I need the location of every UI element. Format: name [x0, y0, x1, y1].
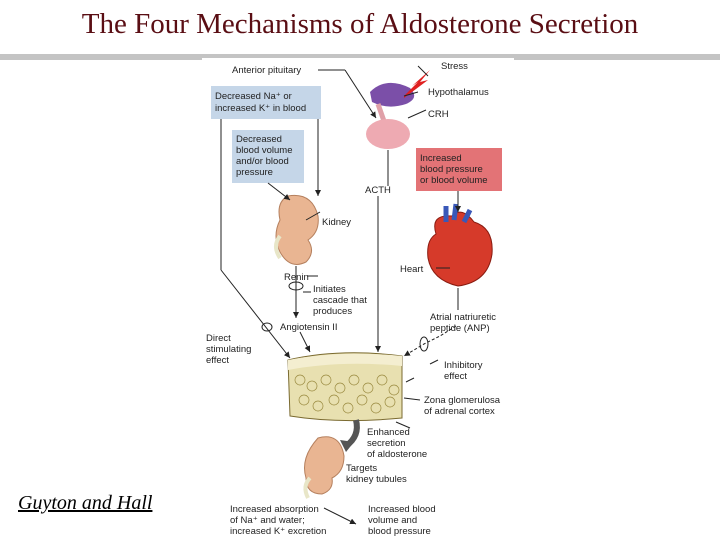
- kidney-top-shape: [275, 194, 319, 265]
- cascade-line-1: Initiates: [313, 284, 346, 295]
- anp-line-1: Atrial natriuretic: [430, 312, 496, 323]
- anp-loop: [419, 336, 429, 352]
- angiotensin-label: Angiotensin II: [280, 322, 338, 333]
- heart-label: Heart: [400, 264, 424, 275]
- volume-box-line-3: and/or blood: [236, 156, 289, 167]
- enhanced-line-3: of aldosterone: [367, 449, 427, 460]
- crh-label: CRH: [428, 109, 449, 120]
- ion-box-line-1: Decreased Na⁺ or: [215, 91, 292, 102]
- result-line-2: volume and: [368, 515, 417, 526]
- inhibitory-line-2: effect: [444, 371, 467, 382]
- page-title: The Four Mechanisms of Aldosterone Secre…: [81, 8, 639, 40]
- absorption-line-2: of Na⁺ and water;: [230, 515, 305, 526]
- hypothalamus-shape: [370, 82, 415, 107]
- pressure-box: [416, 148, 502, 191]
- anterior-pituitary-label: Anterior pituitary: [232, 65, 301, 76]
- pressure-box-line-2: blood pressure: [420, 164, 483, 175]
- pressure-box-line-3: or blood volume: [420, 175, 488, 186]
- enhanced-line-1: Enhanced: [367, 427, 410, 438]
- volume-box-line-4: pressure: [236, 167, 273, 178]
- volume-box: [232, 130, 304, 183]
- direct-effect-line-2: stimulating: [206, 344, 251, 355]
- kidney-label: Kidney: [322, 217, 351, 228]
- adrenal-capsule: [288, 353, 402, 370]
- pressure-box-line-1: Increased: [420, 153, 462, 164]
- zona-line-1: Zona glomerulosa: [424, 395, 501, 406]
- acth-label: ACTH: [365, 185, 391, 196]
- angiotensin-loop: [261, 322, 273, 332]
- renin-label: Renin: [284, 272, 309, 283]
- result-line-1: Increased blood: [368, 504, 436, 515]
- cascade-line-3: produces: [313, 306, 352, 317]
- stress-label: Stress: [441, 61, 468, 72]
- adrenal-cells: [294, 374, 400, 414]
- result-line-3: blood pressure: [368, 526, 431, 537]
- direct-effect-line-3: effect: [206, 355, 229, 366]
- hypothalamus-label: Hypothalamus: [428, 87, 489, 98]
- credit-caption: Guyton and Hall: [18, 492, 153, 514]
- enhanced-line-2: secretion: [367, 438, 406, 449]
- absorption-line-1: Increased absorption: [230, 504, 319, 515]
- anp-line-2: peptide (ANP): [430, 323, 490, 334]
- direct-effect-line-1: Direct: [206, 333, 231, 344]
- title-divider: [0, 54, 720, 60]
- targets-line-2: kidney tubules: [346, 474, 407, 485]
- pituitary-gland: [366, 119, 410, 149]
- ureter-bottom: [303, 476, 312, 499]
- inhibitory-line-1: Inhibitory: [444, 360, 483, 371]
- secretion-arrowhead: [340, 440, 354, 452]
- absorption-line-3: increased K⁺ excretion: [230, 526, 326, 537]
- cascade-line-2: cascade that: [313, 295, 367, 306]
- ureter-top: [274, 234, 282, 260]
- renin-cascade-loop: [288, 281, 304, 291]
- ion-box-line-2: increased K⁺ in blood: [215, 103, 306, 114]
- anp-inhibitory-line: [403, 325, 457, 357]
- volume-box-line-1: Decreased: [236, 134, 282, 145]
- zona-line-2: of adrenal cortex: [424, 406, 495, 417]
- kidney-bottom-shape: [304, 436, 345, 495]
- volume-box-line-2: blood volume: [236, 145, 293, 156]
- ion-box: [211, 86, 321, 119]
- stress-bolt-icon: [404, 70, 430, 98]
- pathway-lines: [220, 65, 461, 525]
- targets-line-1: Targets: [346, 463, 377, 474]
